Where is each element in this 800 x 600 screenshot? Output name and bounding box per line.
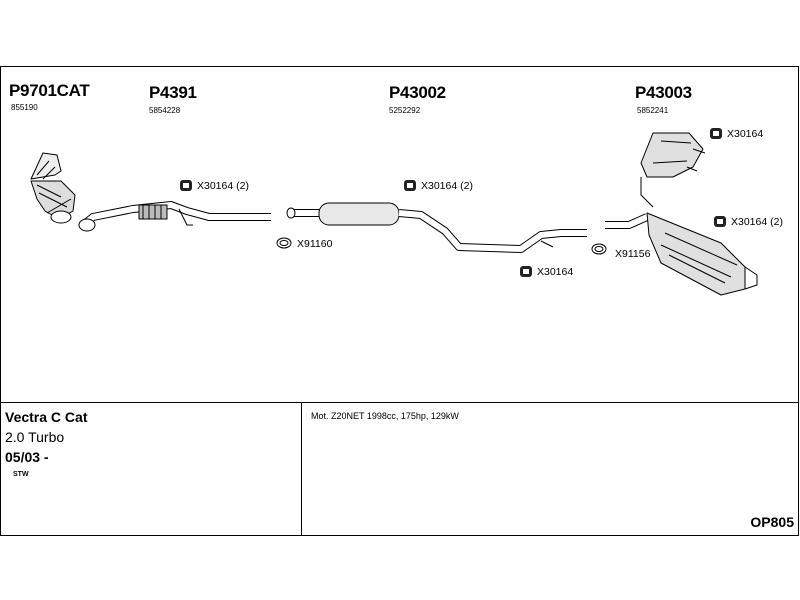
production-date: 05/03 -: [5, 449, 49, 465]
divider: [301, 403, 302, 536]
fitting-clamp-front: X30164 (2): [179, 179, 249, 192]
clamp-icon: [520, 266, 532, 277]
exhaust-system-sheet: P9701CAT 855190 P4391 5854228 P43002 525…: [0, 66, 799, 536]
clamp-icon: [180, 180, 192, 191]
clamp-icon: [710, 128, 722, 139]
front-pipe-drawing: [78, 201, 271, 232]
fitting-label: X30164: [537, 265, 574, 278]
fitting-label: X30164: [727, 127, 764, 140]
fitting-label: X30164 (2): [731, 215, 783, 228]
body-type: STW: [13, 471, 29, 478]
vehicle-model: Vectra C Cat: [5, 409, 88, 425]
fitting-gasket-front: X91160: [293, 237, 332, 250]
clamp-icon: [714, 216, 726, 227]
rear-silencer-drawing: [605, 132, 758, 296]
system-code: OP805: [750, 514, 794, 530]
oe-number-rear-silencer: 5852241: [637, 106, 669, 115]
part-number-front-pipe: P4391: [149, 83, 197, 102]
part-number-center-silencer: P43002: [389, 83, 446, 102]
fitting-gasket-rear: X91156: [611, 247, 650, 260]
vehicle-variant: 2.0 Turbo: [5, 429, 65, 445]
fitting-clamp-rear-upper: X30164: [709, 127, 763, 140]
exhaust-diagram: P9701CAT 855190 P4391 5854228 P43002 525…: [1, 67, 798, 402]
gasket-drawings: [276, 237, 607, 255]
catalytic-converter-drawing: [30, 152, 76, 224]
oe-number-catalytic-converter: 855190: [11, 103, 38, 112]
vehicle-info-panel: Vectra C Cat 2.0 Turbo 05/03 - STW Mot. …: [1, 402, 798, 536]
part-number-catalytic-converter: P9701CAT: [9, 81, 90, 100]
fitting-clamp-center: X30164 (2): [403, 179, 473, 192]
part-number-rear-silencer: P43003: [635, 83, 692, 102]
fitting-label: X91156: [615, 247, 651, 260]
clamp-icon: [404, 180, 416, 191]
center-silencer-drawing: [286, 202, 587, 253]
oe-number-center-silencer: 5252292: [389, 106, 421, 115]
fitting-label: X30164 (2): [421, 179, 473, 192]
exhaust-parts-drawing: [30, 132, 758, 296]
fitting-clamp-center-rear: X30164: [519, 265, 573, 278]
engine-spec: Mot. Z20NET 1998cc, 175hp, 129kW: [311, 411, 459, 421]
oe-number-front-pipe: 5854228: [149, 106, 181, 115]
fitting-label: X30164 (2): [197, 179, 249, 192]
fitting-label: X91160: [297, 237, 333, 250]
fitting-clamp-rear-lower: X30164 (2): [713, 215, 783, 228]
